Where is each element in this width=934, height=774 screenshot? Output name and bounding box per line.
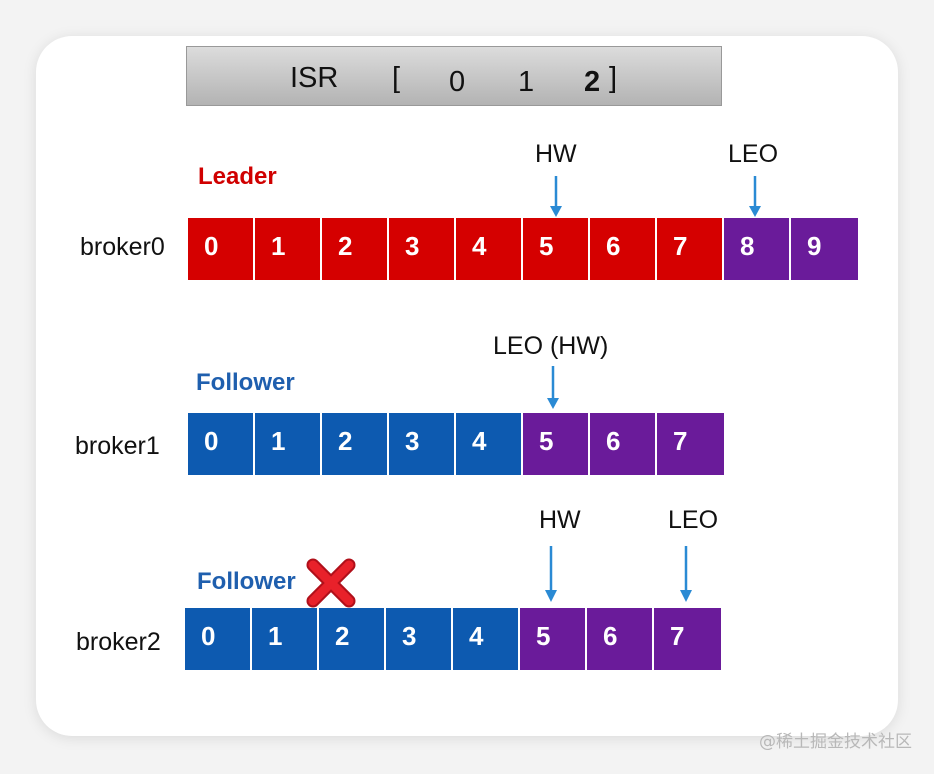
broker1-log-offset-5: 5 — [523, 413, 590, 475]
broker0-hw-arrow — [550, 176, 562, 217]
broker0-leo-label: LEO — [728, 140, 779, 168]
broker1-log-offset-7: 7 — [657, 413, 724, 475]
isr-label: ISR — [290, 62, 339, 94]
broker2-hw-label: HW — [539, 506, 581, 534]
broker0-hw-label: HW — [535, 140, 577, 168]
broker1-leo-hw-label: LEO (HW) — [493, 332, 609, 360]
broker1-role-label: Follower — [196, 369, 295, 396]
broker2-label: broker2 — [76, 628, 161, 656]
broker2-log-offset-3: 3 — [386, 608, 453, 670]
broker1-leo-arrow — [547, 366, 559, 409]
broker2-log-offset-5: 5 — [520, 608, 587, 670]
broker-failed-cross-icon — [306, 558, 356, 608]
broker1-log-offset-1: 1 — [255, 413, 322, 475]
broker2-hw-arrow — [545, 546, 557, 602]
broker0-leo-arrow — [749, 176, 761, 217]
isr-replica-0: 0 — [449, 66, 466, 98]
broker0-log-offset-4: 4 — [456, 218, 523, 280]
broker0-log-offset-0: 0 — [188, 218, 255, 280]
broker1-log-offset-3: 3 — [389, 413, 456, 475]
broker0-log-offset-7: 7 — [657, 218, 724, 280]
broker0-log-offset-3: 3 — [389, 218, 456, 280]
broker0-role-label: Leader — [198, 163, 277, 190]
isr-replica-1: 1 — [518, 66, 535, 98]
broker0-log-offset-2: 2 — [322, 218, 389, 280]
broker1-log-offset-2: 2 — [322, 413, 389, 475]
broker0-label: broker0 — [80, 233, 165, 261]
isr-bar — [186, 46, 722, 106]
broker0-log-offset-8: 8 — [724, 218, 791, 280]
broker2-leo-label: LEO — [668, 506, 719, 534]
broker1-log-offset-4: 4 — [456, 413, 523, 475]
broker2-log-offset-2: 2 — [319, 608, 386, 670]
broker1-log-offset-0: 0 — [188, 413, 255, 475]
watermark: @稀土掘金技术社区 — [759, 732, 912, 752]
broker2-role-label: Follower — [197, 568, 296, 595]
isr-close-bracket: ] — [609, 62, 618, 94]
isr-open-bracket: [ — [392, 62, 401, 94]
broker0-log-offset-9: 9 — [791, 218, 858, 280]
broker2-log-offset-6: 6 — [587, 608, 654, 670]
broker1-label: broker1 — [75, 432, 160, 460]
broker0-log-offset-6: 6 — [590, 218, 657, 280]
broker0-log-offset-1: 1 — [255, 218, 322, 280]
broker2-log-offset-4: 4 — [453, 608, 520, 670]
broker2-log-offset-1: 1 — [252, 608, 319, 670]
broker2-log-offset-0: 0 — [185, 608, 252, 670]
broker1-log-offset-6: 6 — [590, 413, 657, 475]
broker2-leo-arrow — [680, 546, 692, 602]
isr-replica-2: 2 — [584, 66, 601, 98]
broker0-log-offset-5: 5 — [523, 218, 590, 280]
broker2-log-offset-7: 7 — [654, 608, 721, 670]
